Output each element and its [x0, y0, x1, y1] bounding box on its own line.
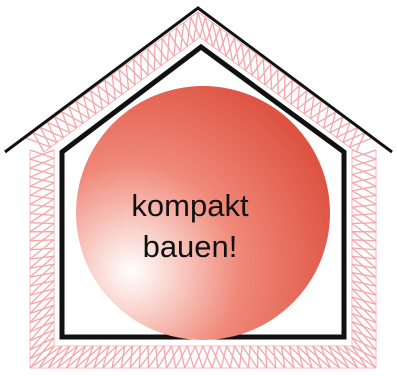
label-line-1: kompakt — [131, 188, 249, 223]
label-line-2: bauen! — [143, 229, 238, 264]
